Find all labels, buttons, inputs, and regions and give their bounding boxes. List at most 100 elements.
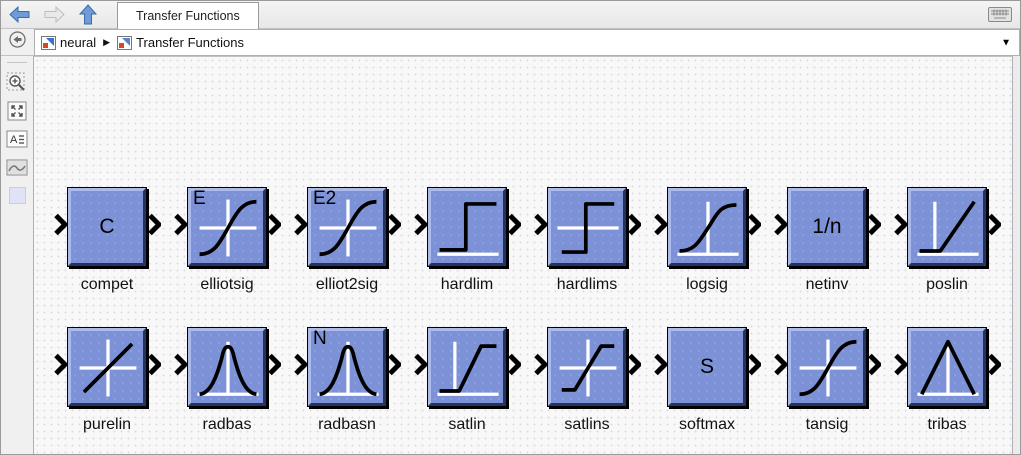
breadcrumb[interactable]: neural ▶ Transfer Functions ▼ [34,29,1020,56]
block-row-1: C compet E [54,187,1003,294]
block-body[interactable]: E2 [294,187,403,267]
input-port-icon[interactable] [54,213,69,241]
block-face: 1/n [788,188,866,266]
input-port-icon[interactable] [174,213,189,241]
library-icon [117,35,133,50]
output-port-icon[interactable] [628,213,643,241]
block-body[interactable]: S [654,327,763,407]
output-port-icon[interactable] [388,213,403,241]
fit-to-view-button[interactable] [5,99,29,123]
library-canvas[interactable]: C compet E [34,56,1014,454]
block-body[interactable] [774,327,883,407]
output-port-icon[interactable] [148,353,163,381]
breadcrumb-gutter [1,29,34,56]
transfer-function-icon [559,339,617,397]
block-label: netinv [805,276,849,293]
output-port-icon[interactable] [388,353,403,381]
output-port-icon[interactable] [268,353,283,381]
input-port-icon[interactable] [414,353,429,381]
block-body[interactable] [174,327,283,407]
block-label: satlins [564,416,610,433]
block-body[interactable] [894,327,1003,407]
block-body[interactable]: 1/n [774,187,883,267]
output-port-icon[interactable] [508,353,523,381]
block-body[interactable]: C [54,187,163,267]
output-port-icon[interactable] [148,213,163,241]
keyboard-icon[interactable] [988,7,1012,27]
input-port-icon[interactable] [894,213,909,241]
library-block-elliotsig: E elliotsig [174,187,283,294]
block-body[interactable] [654,187,763,267]
output-port-icon[interactable] [988,213,1003,241]
breadcrumb-label: neural [60,35,97,50]
transfer-function-icon [319,199,377,257]
output-port-icon[interactable] [748,353,763,381]
input-port-icon[interactable] [414,213,429,241]
input-port-icon[interactable] [654,213,669,241]
input-port-icon[interactable] [174,353,189,381]
input-port-icon[interactable] [654,353,669,381]
library-block-netinv: 1/n netinv [774,187,883,294]
library-block-satlins: satlins [534,327,643,434]
hide-browser-button[interactable] [9,31,26,53]
block-center-text: C [99,215,115,238]
transfer-function-icon [199,199,257,257]
output-port-icon[interactable] [988,353,1003,381]
block-label: elliot2sig [315,276,379,293]
block-label: tansig [805,416,849,433]
transfer-function-icon [317,341,379,397]
forward-button[interactable] [39,3,69,27]
input-port-icon[interactable] [774,353,789,381]
output-port-icon[interactable] [628,353,643,381]
block-body[interactable] [54,327,163,407]
block-corner-text: N [313,328,327,349]
image-button[interactable] [5,155,29,179]
block-body[interactable] [534,327,643,407]
breadcrumb-item-transfer-functions[interactable]: Transfer Functions [117,35,244,50]
library-block-poslin: poslin [894,187,1003,294]
block-body[interactable]: E [174,187,283,267]
breadcrumb-separator: ▶ [103,37,111,47]
circle-arrow-left-icon [9,31,26,48]
input-port-icon[interactable] [534,213,549,241]
output-port-icon[interactable] [868,213,883,241]
input-port-icon[interactable] [294,353,309,381]
back-button[interactable] [5,3,35,27]
block-body[interactable] [534,187,643,267]
library-block-softmax: S softmax [654,327,763,434]
block-body[interactable] [894,187,1003,267]
library-icon [41,35,56,50]
area-button[interactable] [5,183,29,207]
block-label: compet [80,276,134,293]
output-port-icon[interactable] [268,213,283,241]
breadcrumb-dropdown-caret[interactable]: ▼ [1001,37,1011,48]
block-label: logsig [686,276,728,293]
block-label: radbasn [318,416,376,433]
block-face: C [68,188,146,266]
up-button[interactable] [73,3,103,27]
library-block-tribas: tribas [894,327,1003,434]
zoom-in-button[interactable] [5,71,29,95]
breadcrumb-row: neural ▶ Transfer Functions ▼ [1,29,1020,56]
block-label: radbas [202,416,252,433]
library-block-logsig: logsig [654,187,763,294]
input-port-icon[interactable] [534,353,549,381]
library-block-hardlims: hardlims [534,187,643,294]
input-port-icon[interactable] [894,353,909,381]
transfer-function-icon [799,339,857,397]
output-port-icon[interactable] [748,213,763,241]
tab-transfer-functions[interactable]: Transfer Functions [117,2,259,29]
breadcrumb-item-neural[interactable]: neural [41,35,96,50]
output-port-icon[interactable] [508,213,523,241]
block-body[interactable]: N [294,327,403,407]
block-body[interactable] [414,327,523,407]
annotation-button[interactable]: A [5,127,29,151]
input-port-icon[interactable] [294,213,309,241]
output-port-icon[interactable] [868,353,883,381]
input-port-icon[interactable] [54,353,69,381]
arrow-right-icon [44,6,65,23]
block-body[interactable] [414,187,523,267]
svg-text:A: A [10,134,18,146]
input-port-icon[interactable] [774,213,789,241]
